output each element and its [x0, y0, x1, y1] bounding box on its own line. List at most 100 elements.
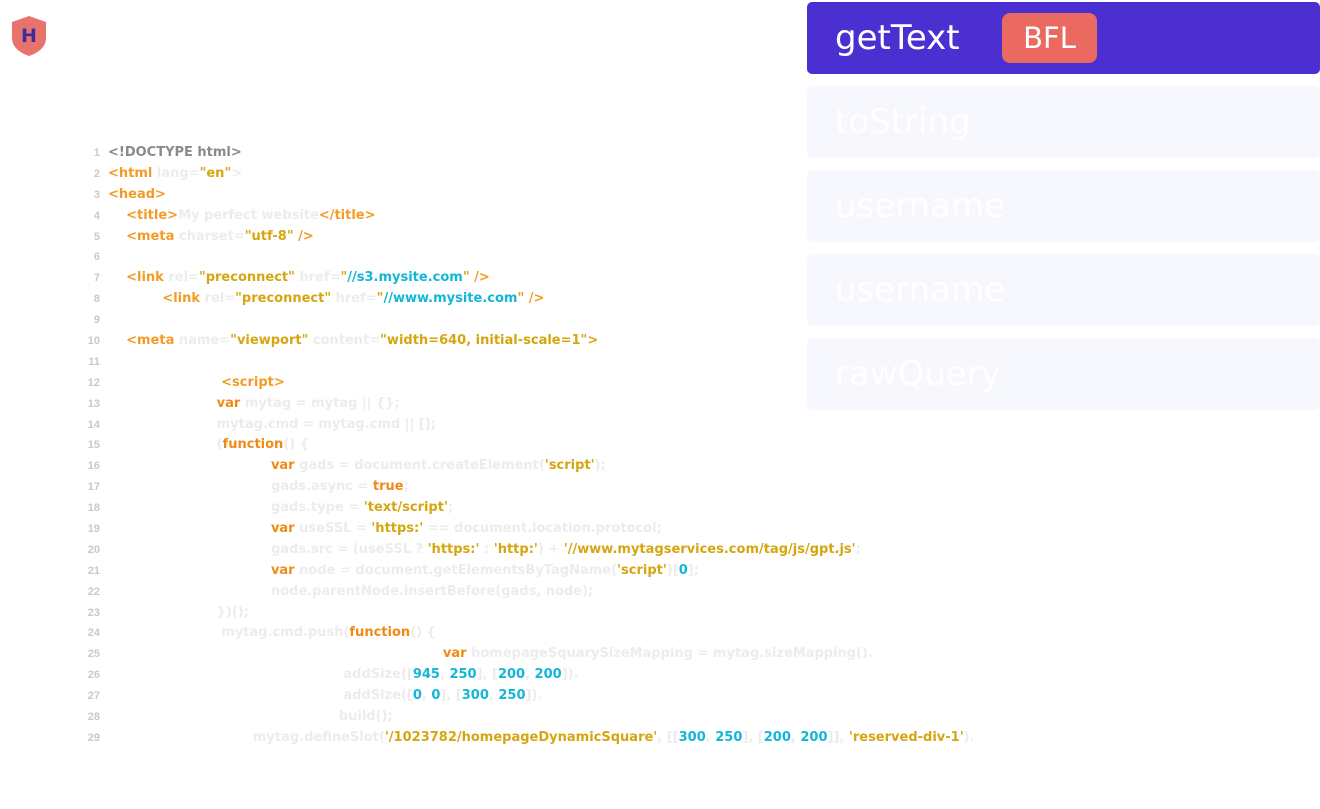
code-token: [108, 437, 217, 452]
suggestion-item-2[interactable]: toString: [807, 86, 1320, 158]
code-token: //www.mysite.com: [383, 291, 518, 307]
code-token: <title>: [126, 207, 179, 223]
code-line[interactable]: 29 mytag.defineSlot('/1023782/homepageDy…: [78, 728, 1078, 749]
line-number: 5: [93, 230, 100, 243]
code-line[interactable]: 10 <meta name="viewport" content="width=…: [78, 331, 1078, 352]
code-line[interactable]: 5 <meta charset="utf-8" />: [78, 227, 1078, 248]
code-token: ,: [421, 688, 432, 704]
code-token: [108, 709, 339, 724]
suggestion-label: username: [835, 270, 1005, 310]
code-line[interactable]: 1<!DOCTYPE html>: [78, 143, 1078, 164]
code-token: 200: [763, 729, 791, 745]
code-text: mytag.cmd = mytag.cmd || [];: [108, 415, 436, 436]
code-token: build();: [338, 709, 393, 725]
line-number: 19: [87, 523, 100, 536]
code-line[interactable]: 6: [78, 247, 1078, 268]
code-text: <link rel="preconnect" href="//s3.mysite…: [108, 268, 490, 289]
code-token: ], [: [742, 729, 764, 745]
code-text: mytag.defineSlot('/1023782/homepageDynam…: [108, 728, 975, 749]
code-text: gads.type = 'text/script';: [108, 498, 453, 519]
code-text: var gads = document.createElement('scrip…: [108, 456, 606, 477]
logo-letter: H: [21, 25, 37, 47]
code-text: gads.src = (useSSL ? 'https:' : 'http:')…: [108, 540, 861, 561]
line-number: 8: [93, 293, 100, 306]
code-token: "en": [199, 165, 232, 181]
code-token: <script>: [221, 374, 285, 390]
code-token: mytag.defineSlot(: [252, 729, 385, 745]
code-token: 250: [498, 688, 526, 704]
code-token: 300: [678, 729, 706, 745]
code-token: />: [469, 270, 490, 286]
line-number: 14: [87, 418, 100, 431]
code-token: node.parentNode.insertBefore(gads, node)…: [270, 583, 594, 599]
code-token: ": [462, 270, 470, 286]
code-line[interactable]: 16 var gads = document.createElement('sc…: [78, 456, 1078, 477]
code-line[interactable]: 20 gads.src = (useSSL ? 'https:' : 'http…: [78, 540, 1078, 561]
suggestion-item-3[interactable]: username: [807, 170, 1320, 242]
suggestion-item-4[interactable]: username: [807, 254, 1320, 326]
code-line[interactable]: 18 gads.type = 'text/script';: [78, 498, 1078, 519]
code-line[interactable]: 26 addSize([945, 250], [200, 200]).: [78, 665, 1078, 686]
code-token: (: [216, 437, 223, 453]
code-token: ], [: [440, 688, 462, 704]
line-number: 27: [87, 690, 100, 703]
code-line[interactable]: 27 addSize([0, 0], [300, 250]).: [78, 686, 1078, 707]
code-text: var useSSL = 'https:' == document.locati…: [108, 519, 662, 540]
code-token: content=: [308, 333, 381, 349]
code-token: ,: [525, 667, 535, 683]
code-token: ,: [439, 667, 450, 683]
code-token: mytag.cmd.push(: [221, 625, 350, 641]
code-line[interactable]: 24 mytag.cmd.push(function() {: [78, 623, 1078, 644]
code-text: var mytag = mytag || {};: [108, 394, 400, 415]
suggestion-item-5[interactable]: rawQuery: [807, 338, 1320, 410]
code-line[interactable]: 12 <script>: [78, 373, 1078, 394]
code-token: [108, 688, 343, 703]
code-token: 'https:': [371, 521, 424, 537]
code-token: 0: [678, 562, 688, 578]
code-token: [108, 229, 126, 244]
code-line[interactable]: 3<head>: [78, 185, 1078, 206]
code-token: mytag.cmd = mytag.cmd || [];: [216, 416, 436, 432]
code-line[interactable]: 15 (function() {: [78, 435, 1078, 456]
code-line[interactable]: 2<html lang="en">: [78, 164, 1078, 185]
code-token: == document.location.protocol;: [423, 521, 662, 537]
code-token: ], [: [476, 667, 498, 683]
code-line[interactable]: 28 build();: [78, 707, 1078, 728]
code-token: "preconnect": [198, 270, 295, 286]
code-editor[interactable]: 1<!DOCTYPE html>2<html lang="en">3<head>…: [78, 143, 1078, 749]
code-line[interactable]: 19 var useSSL = 'https:' == document.loc…: [78, 519, 1078, 540]
code-line[interactable]: 13 var mytag = mytag || {};: [78, 394, 1078, 415]
code-token: addSize([: [343, 667, 413, 683]
code-token: <head>: [108, 186, 166, 202]
shield-icon: H: [12, 16, 46, 56]
line-number: 9: [93, 314, 100, 327]
code-token: 250: [449, 667, 477, 683]
code-token: homepageSquarySizeMapping = mytag.sizeMa…: [466, 646, 873, 662]
code-line[interactable]: 4 <title>My perfect website</title>: [78, 206, 1078, 227]
code-token: ": [340, 270, 348, 286]
code-line[interactable]: 17 gads.async = true;: [78, 477, 1078, 498]
code-line[interactable]: 23 })();: [78, 603, 1078, 624]
line-number: 21: [87, 564, 100, 577]
code-token: name=: [174, 333, 231, 349]
suggestion-label: rawQuery: [835, 354, 1001, 394]
code-line[interactable]: 25 var homepageSquarySizeMapping = mytag…: [78, 644, 1078, 665]
code-token: [108, 563, 271, 578]
line-number: 28: [87, 711, 100, 724]
code-text: addSize([945, 250], [200, 200]).: [108, 665, 578, 686]
code-line[interactable]: 22 node.parentNode.insertBefore(gads, no…: [78, 582, 1078, 603]
code-line[interactable]: 8 <link rel="preconnect" href="//www.mys…: [78, 289, 1078, 310]
code-text: <html lang="en">: [108, 164, 242, 185]
code-line[interactable]: 14 mytag.cmd = mytag.cmd || [];: [78, 415, 1078, 436]
code-line[interactable]: 9: [78, 310, 1078, 331]
line-number: 10: [87, 335, 100, 348]
code-token: [108, 458, 271, 473]
code-token: />: [293, 228, 314, 244]
line-number: 16: [87, 460, 100, 473]
code-line[interactable]: 11: [78, 352, 1078, 373]
code-token: 200: [534, 667, 562, 683]
code-line[interactable]: 7 <link rel="preconnect" href="//s3.mysi…: [78, 268, 1078, 289]
code-token: var: [270, 562, 295, 578]
code-line[interactable]: 21 var node = document.getElementsByTagN…: [78, 561, 1078, 582]
